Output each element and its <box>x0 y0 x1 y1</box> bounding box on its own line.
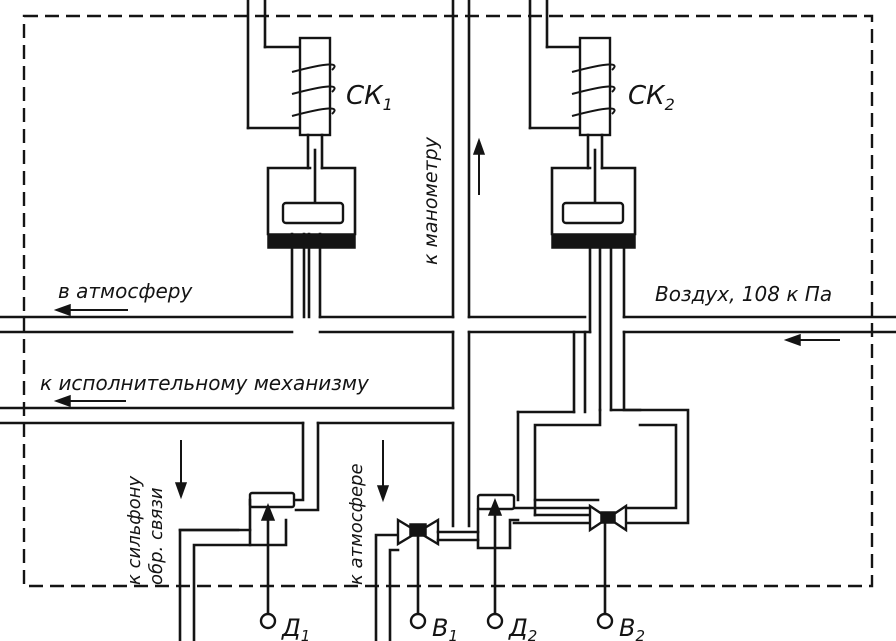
v2-valve <box>588 503 628 630</box>
coil-sk2 <box>571 63 616 117</box>
label-to-sylphon: к сильфону <box>124 476 145 585</box>
label-d1: Д1 <box>281 614 310 641</box>
label-to-actuator: к исполнительному механизму <box>40 371 370 395</box>
relay-body-2 <box>516 166 642 502</box>
label-to-atmosphere-bottom: к атмосфере <box>346 463 367 585</box>
label-air-supply: Воздух, 108 к Па <box>655 282 832 306</box>
label-to-manometer: к манометру <box>420 136 442 265</box>
v1-valve <box>374 517 480 641</box>
solenoid-valve-sk1 <box>246 0 336 207</box>
label-d2: Д2 <box>508 614 537 641</box>
manometer-line <box>451 0 471 528</box>
label-to-atmosphere: в атмосферу <box>58 279 193 303</box>
main-channels <box>0 315 896 425</box>
flow-arrows <box>53 137 840 503</box>
label-sk2: СК2 <box>628 81 675 114</box>
d1-branch <box>178 421 320 641</box>
bypass-loop <box>533 330 690 525</box>
coil-sk1 <box>291 63 336 117</box>
label-sk1: СК1 <box>346 81 393 114</box>
enclosure-boundary <box>22 14 874 588</box>
d2-branch <box>476 493 592 630</box>
label-v2: В2 <box>619 614 645 641</box>
label-feedback: обр. связи <box>146 487 167 585</box>
solenoid-valve-sk2 <box>528 0 616 207</box>
label-v1: В1 <box>432 614 458 641</box>
relay-body-1 <box>266 166 357 319</box>
